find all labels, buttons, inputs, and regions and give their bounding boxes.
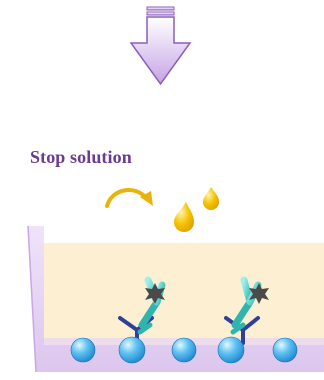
- droplet-icon: [203, 187, 219, 210]
- bead: [218, 337, 244, 363]
- bead: [71, 338, 95, 362]
- step-label: Stop solution: [30, 147, 132, 168]
- bead: [172, 338, 196, 362]
- droplet-icon: [174, 202, 194, 232]
- bead: [119, 337, 145, 363]
- stop-solution-liquid: [44, 243, 324, 345]
- bead: [273, 338, 297, 362]
- down-arrow-icon: [131, 7, 190, 84]
- curved-arrow-icon: [107, 190, 153, 206]
